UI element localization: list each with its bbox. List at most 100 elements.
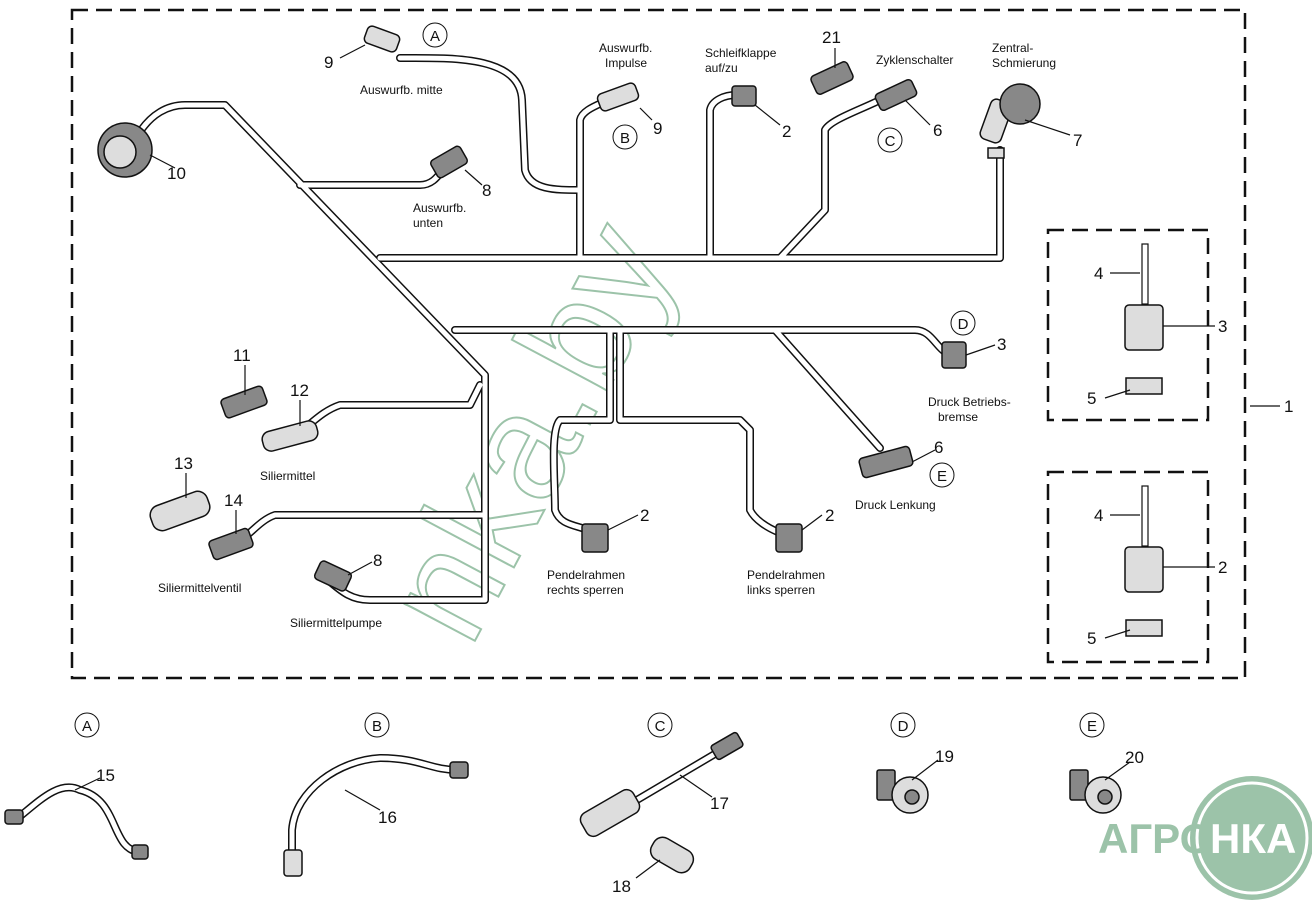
- svg-text:Pendelrahmen: Pendelrahmen: [747, 568, 825, 582]
- callout-a-top: A: [422, 22, 448, 48]
- connector-21: [810, 61, 854, 95]
- svg-text:Zyklenschalter: Zyklenschalter: [876, 53, 953, 67]
- connector-13: [149, 490, 211, 532]
- detail-box-3: [1046, 228, 1210, 422]
- svg-text:6: 6: [933, 121, 942, 140]
- svg-text:Auswurfb. mitte: Auswurfb. mitte: [360, 83, 443, 97]
- svg-text:B: B: [620, 130, 630, 147]
- svg-text:12: 12: [290, 381, 309, 400]
- part-numbers: 9 9 2 21 6 7 10 8 3 6 11 12 13 14 8 2 2 …: [96, 28, 1293, 896]
- svg-text:Auswurfb.: Auswurfb.: [599, 41, 652, 55]
- callout-b-bottom: B: [364, 712, 390, 738]
- watermark: nka.by: [350, 196, 706, 665]
- svg-text:2: 2: [640, 506, 649, 525]
- connector-14: [208, 527, 254, 561]
- svg-text:D: D: [898, 718, 909, 735]
- svg-text:Druck Lenkung: Druck Lenkung: [855, 498, 936, 512]
- svg-text:14: 14: [224, 491, 243, 510]
- svg-text:6: 6: [934, 438, 943, 457]
- harness-boundary: [70, 8, 1247, 680]
- connector-2-schleifklappe: [731, 85, 757, 107]
- svg-text:АГРО: АГРО: [1098, 815, 1212, 862]
- svg-text:bremse: bremse: [938, 410, 978, 424]
- svg-text:A: A: [82, 718, 92, 735]
- svg-text:5: 5: [1087, 389, 1096, 408]
- svg-text:Impulse: Impulse: [605, 56, 647, 70]
- spare-parts: [4, 731, 1122, 877]
- connector-12: [261, 420, 319, 452]
- agronka-logo: АГРО НКА: [1098, 776, 1312, 900]
- svg-text:C: C: [885, 133, 896, 150]
- svg-text:3: 3: [997, 335, 1006, 354]
- svg-text:2: 2: [1218, 558, 1227, 577]
- wire-outline: [376, 146, 1004, 262]
- svg-text:Siliermittelpumpe: Siliermittelpumpe: [290, 616, 382, 630]
- svg-text:C: C: [655, 718, 666, 735]
- connector-11: [220, 385, 268, 419]
- svg-text:4: 4: [1094, 506, 1103, 525]
- svg-text:5: 5: [1087, 629, 1096, 648]
- svg-text:Schmierung: Schmierung: [992, 56, 1056, 70]
- svg-text:Schleifklappe: Schleifklappe: [705, 46, 777, 60]
- callout-d-bottom: D: [890, 712, 916, 738]
- svg-text:Siliermittel: Siliermittel: [260, 469, 315, 483]
- wire-fill: [617, 327, 781, 535]
- svg-text:7: 7: [1073, 131, 1082, 150]
- svg-text:21: 21: [822, 28, 841, 47]
- svg-text:links sperren: links sperren: [747, 583, 815, 597]
- svg-text:9: 9: [324, 53, 333, 72]
- callout-b-top: B: [612, 124, 638, 150]
- connector-9-mitte: [363, 25, 401, 53]
- wire-outline: [396, 53, 584, 194]
- wire-fill: [777, 97, 883, 261]
- connector-6-zyklen: [874, 78, 918, 112]
- connector-8-pumpe: [313, 560, 353, 592]
- svg-text:9: 9: [653, 119, 662, 138]
- svg-text:НКА: НКА: [1210, 815, 1296, 862]
- svg-text:Pendelrahmen: Pendelrahmen: [547, 568, 625, 582]
- svg-text:unten: unten: [413, 216, 443, 230]
- connector-2-links: [775, 523, 803, 553]
- callout-c-top: C: [877, 127, 903, 153]
- connector-8-unten: [429, 145, 469, 179]
- wire-outline: [706, 91, 740, 262]
- svg-text:20: 20: [1125, 748, 1144, 767]
- connectors: [97, 25, 1164, 637]
- valve-plug-box2: [1124, 485, 1164, 637]
- svg-text:13: 13: [174, 454, 193, 473]
- svg-text:8: 8: [482, 181, 491, 200]
- svg-text:Druck Betriebs-: Druck Betriebs-: [928, 395, 1011, 409]
- svg-text:15: 15: [96, 766, 115, 785]
- svg-text:11: 11: [233, 346, 251, 365]
- svg-text:A: A: [430, 28, 440, 45]
- svg-text:1: 1: [1284, 397, 1293, 416]
- function-labels: Auswurfb. mitte Auswurfb. Impulse Schlei…: [158, 41, 1056, 630]
- round-connector-10: [97, 122, 153, 178]
- svg-text:8: 8: [373, 551, 382, 570]
- wire-fill: [551, 327, 613, 533]
- connector-7-zentral: [979, 83, 1041, 159]
- svg-text:18: 18: [612, 877, 631, 896]
- leader-lines: [74, 44, 1280, 879]
- connector-2-rechts: [581, 523, 609, 553]
- svg-text:rechts sperren: rechts sperren: [547, 583, 624, 597]
- svg-text:D: D: [958, 316, 969, 333]
- connector-3-druck: [941, 341, 967, 369]
- svg-text:Siliermittelventil: Siliermittelventil: [158, 581, 241, 595]
- callout-a-bottom: A: [74, 712, 100, 738]
- valve-plug-box1: [1124, 243, 1164, 395]
- wire-fill: [397, 55, 583, 193]
- svg-text:Auswurfb.: Auswurfb.: [413, 201, 466, 215]
- callout-e-top: E: [929, 462, 955, 488]
- svg-text:4: 4: [1094, 264, 1103, 283]
- wire-fill: [772, 327, 883, 451]
- svg-text:10: 10: [167, 164, 186, 183]
- svg-text:B: B: [372, 718, 382, 735]
- callout-d-top: D: [950, 310, 976, 336]
- wire-fill: [377, 147, 1003, 261]
- svg-text:3: 3: [1218, 317, 1227, 336]
- svg-text:auf/zu: auf/zu: [705, 61, 738, 75]
- svg-text:16: 16: [378, 808, 397, 827]
- svg-text:19: 19: [935, 747, 954, 766]
